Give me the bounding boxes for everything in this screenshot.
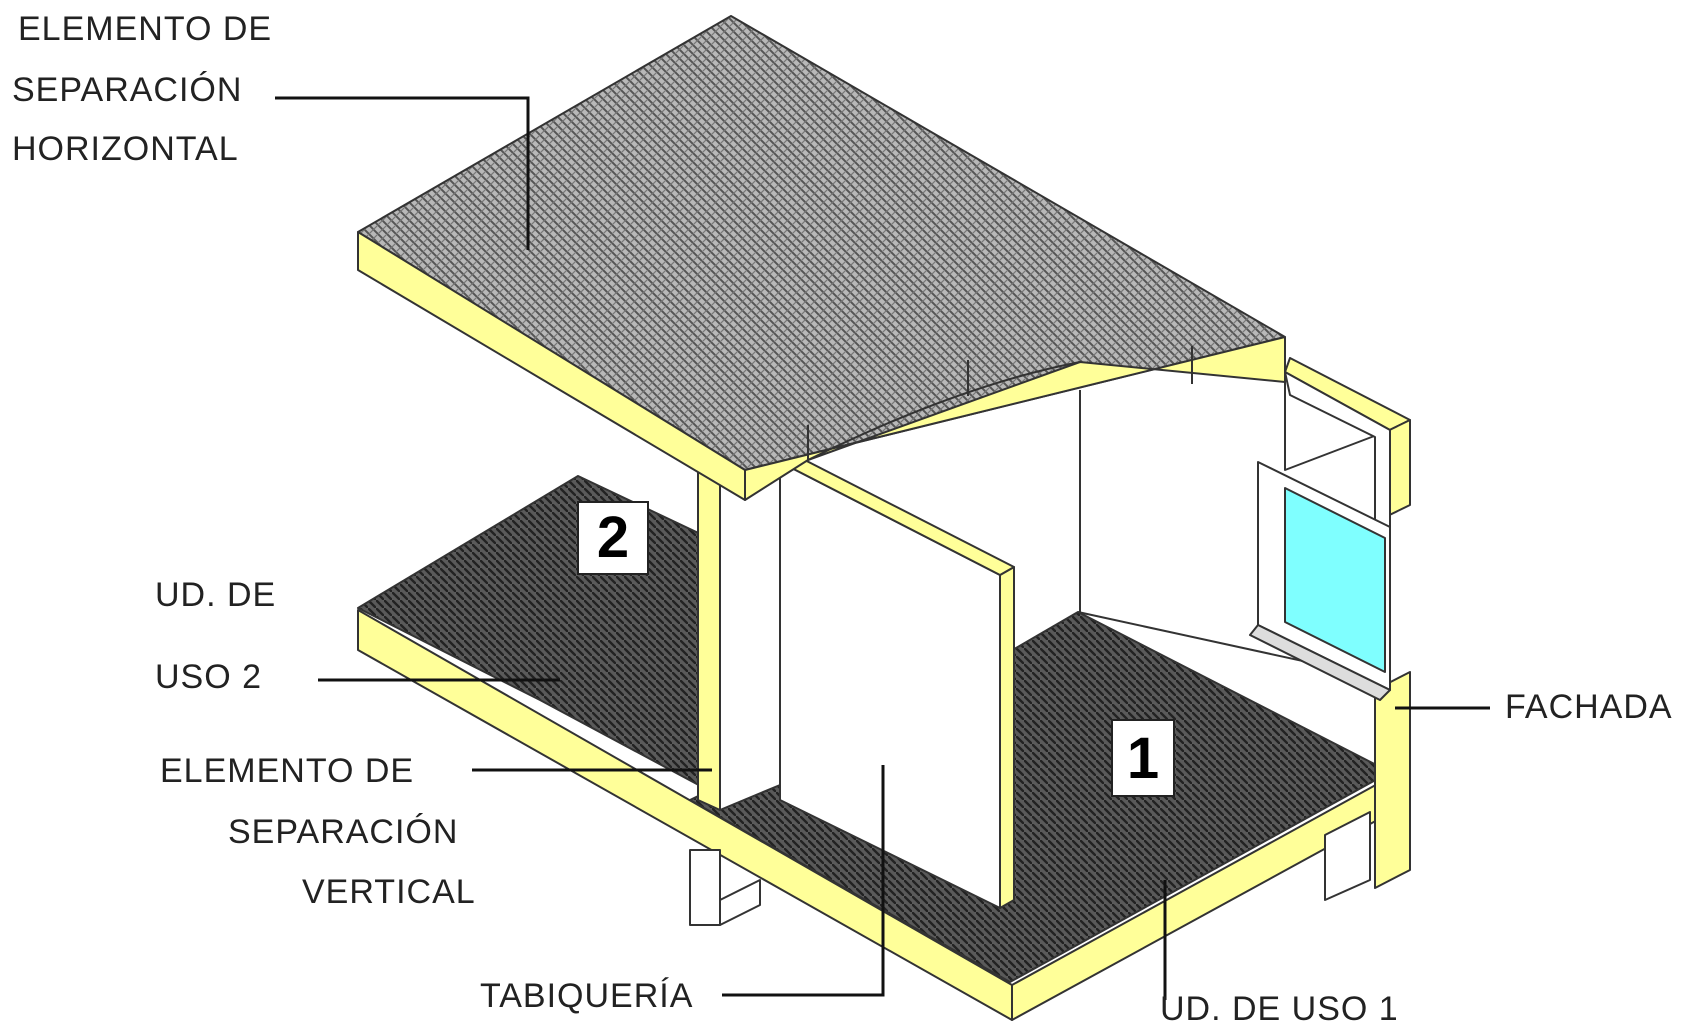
vertical-separation-wall [697,454,781,811]
facade-lower-face [1374,671,1411,889]
svg-text:SEPARACIÓN: SEPARACIÓN [228,813,458,851]
unit1-number-box: 1 [1111,719,1175,797]
partition-edge [999,566,1015,909]
roof-slab [357,15,1286,501]
window-glass [1284,487,1386,673]
svg-text:UD. DE: UD. DE [155,576,276,614]
leader-horizontal-separation [275,96,530,250]
unit1-number: 1 [1127,726,1159,791]
column-stubs [689,811,1371,926]
label-horizontal-separation: ELEMENTO DE SEPARACIÓN HORIZONTAL [12,10,272,168]
svg-text:ELEMENTO DE: ELEMENTO DE [18,10,272,48]
leader-partition [722,765,885,997]
label-unit2: UD. DE USO 2 [155,576,276,696]
label-partition: TABIQUERÍA [480,977,693,1015]
svg-text:USO 2: USO 2 [155,658,262,696]
facade-wall [1249,357,1411,889]
window-sill [1249,624,1391,701]
svg-text:HORIZONTAL: HORIZONTAL [12,130,239,168]
label-unit1: UD. DE USO 1 [1160,990,1399,1028]
svg-text:VERTICAL: VERTICAL [302,873,476,911]
separation-wall-side [719,454,781,811]
label-vertical-separation: ELEMENTO DE SEPARACIÓN VERTICAL [160,752,476,911]
svg-text:SEPARACIÓN: SEPARACIÓN [12,71,242,109]
lower-floor-slab [357,475,1393,1021]
svg-text:ELEMENTO DE: ELEMENTO DE [160,752,414,790]
unit2-number-box: 2 [577,501,649,575]
unit2-number: 2 [597,505,629,570]
leader-lines [275,96,1490,1000]
separation-wall-face [697,471,721,811]
label-facade: FACHADA [1505,688,1673,726]
